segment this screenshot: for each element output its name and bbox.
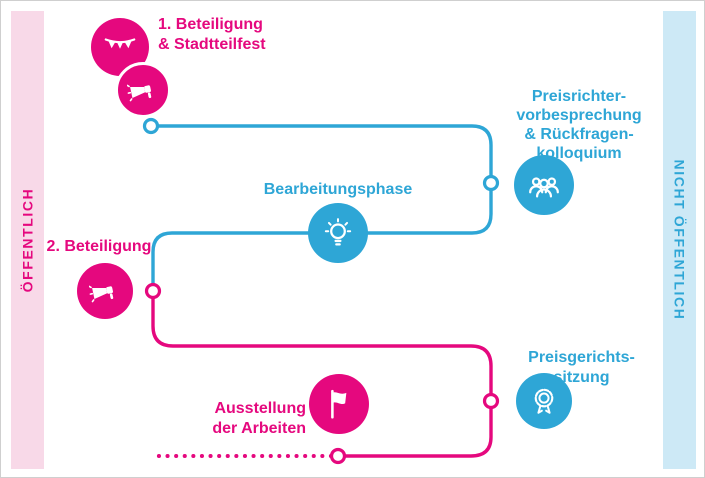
public-band: ÖFFENTLICH: [11, 11, 44, 469]
lightbulb-icon: [324, 218, 352, 246]
node-preisrichtervorbesprechung: [482, 174, 500, 192]
label-line: vorbesprechung: [516, 107, 642, 124]
non-public-band: NICHT ÖFFENTLICH: [663, 11, 696, 469]
medal-icon: [534, 388, 554, 414]
jury-icon: [529, 177, 559, 198]
label-line: 2. Beteiligung: [46, 238, 152, 255]
node-preisgerichtssitzung: [482, 392, 500, 410]
jury-badge: [514, 155, 574, 215]
label-line: kolloquium: [536, 145, 622, 162]
step-label-beteiligung-2: 2. Beteiligung: [29, 237, 169, 257]
bunting-badge: [91, 18, 149, 76]
megaphone-icon: [89, 285, 114, 303]
megaphone-badge-2: [77, 263, 133, 319]
flow-line-phase2: [151, 291, 493, 458]
node-beteiligung-1: [142, 117, 160, 135]
label-line: 1. Beteiligung: [158, 16, 263, 33]
label-line: & Rückfragen-: [524, 126, 634, 143]
step-label-bearbeitungsphase: Bearbeitungsphase: [238, 180, 438, 200]
step-label-beteiligung-1: 1. Beteiligung & Stadtteilfest: [158, 15, 328, 55]
label-line: Preisrichter-: [531, 88, 627, 105]
flag-icon: [331, 389, 347, 419]
step-label-ausstellung: Ausstellung der Arbeiten: [168, 399, 306, 439]
megaphone-icon: [127, 84, 152, 102]
bunting-icon: [104, 38, 136, 49]
label-line: Preisgerichts-: [528, 349, 635, 366]
medal-badge: [516, 373, 572, 429]
node-ausstellung: [329, 447, 347, 465]
megaphone-badge-1: [115, 62, 171, 118]
label-line: Ausstellung: [214, 400, 306, 417]
flag-badge: [309, 374, 369, 434]
flow-line-phase1: [151, 124, 493, 291]
lightbulb-badge: [308, 203, 368, 263]
label-line: der Arbeiten: [212, 420, 306, 437]
step-label-preisgerichtssitzung: Preisgerichts- sitzung: [509, 348, 654, 388]
label-line: & Stadtteilfest: [158, 36, 266, 53]
label-line: sitzung: [553, 369, 610, 386]
step-label-preisrichtervorbesprechung: Preisrichter- vorbesprechung & Rückfrage…: [493, 87, 665, 163]
node-beteiligung-2: [144, 282, 162, 300]
label-line: Bearbeitungsphase: [263, 181, 413, 198]
